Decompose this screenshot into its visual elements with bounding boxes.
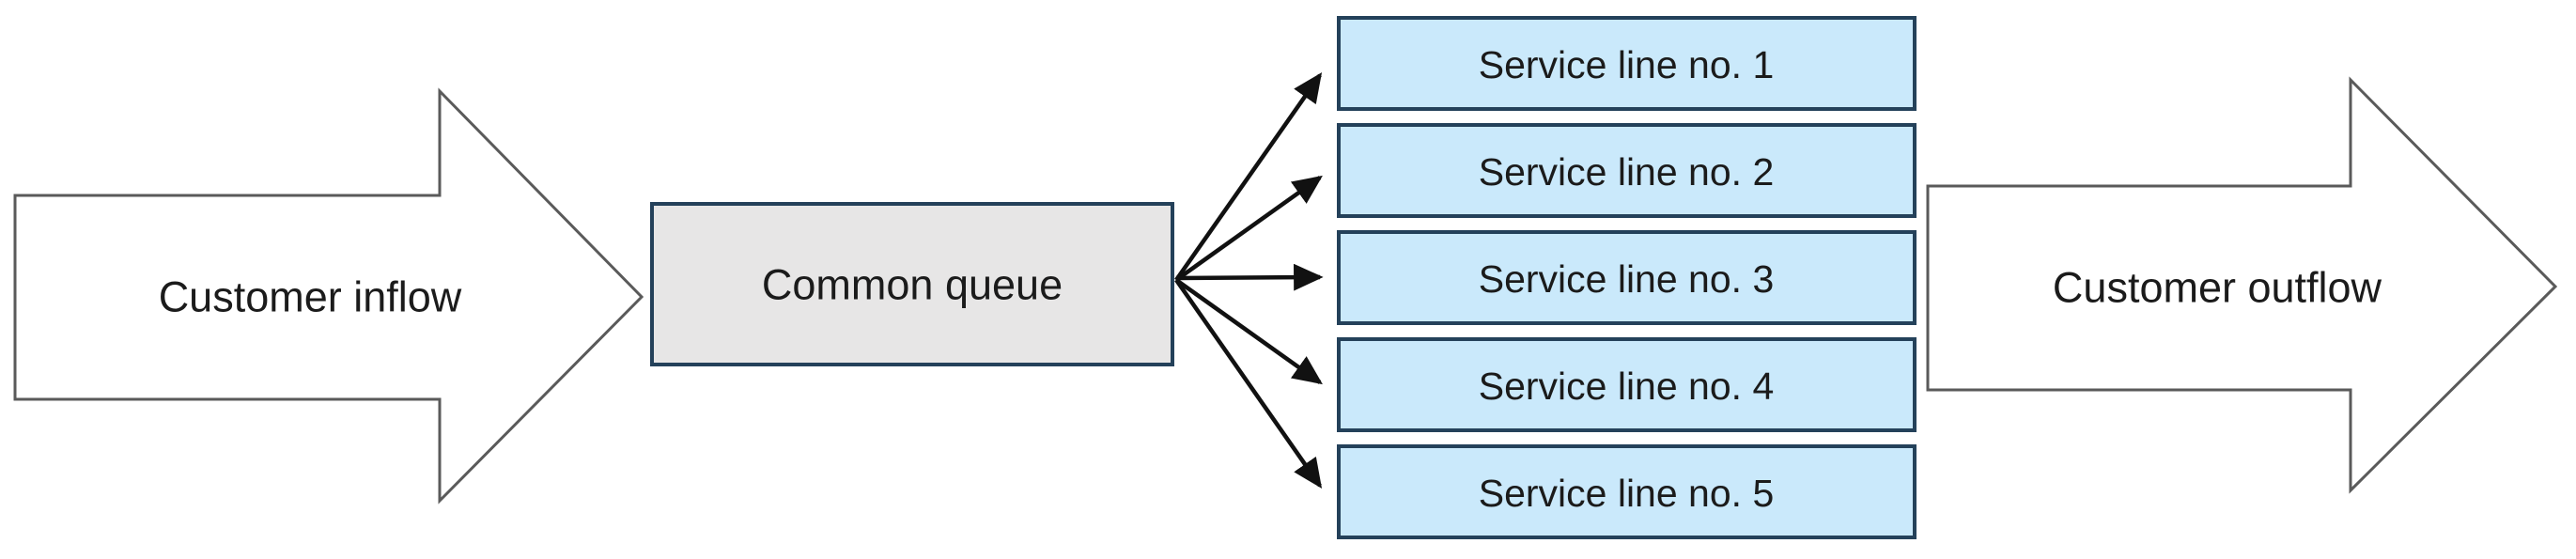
connector-arrow-2 (1174, 175, 1323, 282)
outflow-arrow-label: Customer outflow (2053, 264, 2382, 312)
service-line-label: Service line no. 2 (1479, 150, 1775, 194)
inflow-arrow (13, 87, 644, 505)
service-line-label: Service line no. 5 (1479, 472, 1775, 515)
service-line-rect (1337, 337, 1916, 432)
service-line-label: Service line no. 4 (1479, 365, 1775, 408)
service-line-box-1: Service line no. 1 (1337, 16, 1916, 111)
service-line-rect (1337, 16, 1916, 111)
inflow-arrow-label: Customer inflow (159, 273, 462, 321)
service-lines-group: Service line no. 1 Service line no. 2 Se… (1337, 16, 1916, 539)
connector-arrow-1 (1174, 72, 1323, 282)
connector-arrow-4 (1174, 278, 1323, 385)
connector-arrow-3 (1175, 263, 1324, 291)
outflow-arrow (1926, 76, 2558, 494)
service-line-label: Service line no. 3 (1479, 257, 1775, 301)
common-queue-box (650, 202, 1174, 366)
fan-connectors (1174, 72, 1324, 489)
service-line-rect (1337, 230, 1916, 325)
service-line-box-2: Service line no. 2 (1337, 123, 1916, 218)
service-line-box-5: Service line no. 5 (1337, 444, 1916, 539)
service-line-label: Service line no. 1 (1479, 43, 1775, 86)
service-line-rect (1337, 444, 1916, 539)
connector-arrow-5 (1174, 278, 1323, 489)
service-line-box-3: Service line no. 3 (1337, 230, 1916, 325)
service-line-rect (1337, 123, 1916, 218)
service-line-box-4: Service line no. 4 (1337, 337, 1916, 432)
common-queue-label: Common queue (762, 261, 1063, 309)
